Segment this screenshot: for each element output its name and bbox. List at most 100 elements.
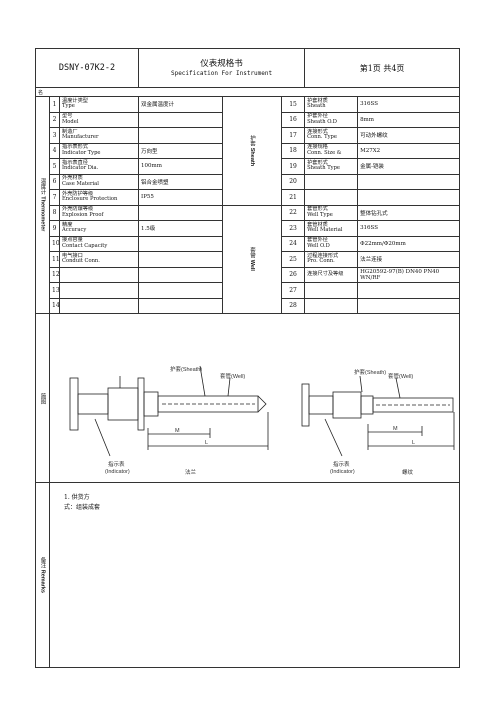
row-label-cn: 电气接口	[62, 252, 83, 259]
row-label-cn: 连接尺寸及等级	[307, 271, 344, 278]
diagram-row: 简图	[35, 313, 461, 483]
indicator-label-left: 指示表	[108, 460, 125, 468]
row-label-en: Model	[62, 118, 79, 125]
row-value: 金属-铠装	[357, 158, 461, 175]
diagram-label: 简图	[35, 313, 50, 483]
row-value	[138, 235, 224, 252]
row-label-en: Enclosure Protection	[62, 196, 118, 203]
row-value	[357, 189, 461, 206]
row-value: 法兰连接	[357, 251, 461, 268]
sheath-label-right: 护套(Sheath)	[354, 368, 386, 376]
row-label-en: Well O.D	[307, 242, 330, 249]
row-number: 20	[281, 173, 306, 190]
remarks-line-1: 1. 供货方	[64, 494, 90, 501]
row-value: 8mm	[357, 111, 461, 128]
page-info: 第1页 共4页	[304, 48, 461, 88]
dim-l-right: L	[412, 440, 415, 446]
row-number: 17	[281, 127, 306, 144]
row-number: 21	[281, 189, 306, 206]
row-value: M27X2	[357, 142, 461, 159]
indicator-en-right: (Indicator)	[330, 469, 355, 475]
flange-plate	[137, 377, 145, 431]
row-label-en: Pro. Conn.	[307, 258, 335, 265]
row-value: HG20592-97(B) DN40 PN40 WN/RF	[357, 266, 461, 283]
row-label-en: Contact Capacity	[62, 242, 108, 249]
row-label	[304, 282, 359, 299]
diagram-cell: 护套(Sheath) 套管(Well) 护套(Sheath) 套管(Well) …	[48, 313, 461, 483]
row-value: Φ22mm/Φ20mm	[357, 235, 461, 252]
row-value: 可动外螺纹	[357, 127, 461, 144]
row-value: 100mm	[138, 158, 224, 175]
row-label-cn: 制造厂	[62, 128, 78, 135]
row-label-cn: 外壳材质	[62, 175, 83, 182]
dim-m-left: M	[175, 428, 180, 434]
well-label-left: 套管(Well)	[220, 372, 245, 380]
well-tube-right	[372, 397, 454, 413]
row-label-en: Indicator Dia.	[62, 165, 99, 172]
sheath-group-en: Sheath	[249, 147, 256, 167]
row-number: 27	[281, 282, 306, 299]
caption-flange: 法兰	[185, 468, 197, 476]
row-value: 整体钻孔式	[357, 204, 461, 221]
caption-thread: 螺纹	[402, 468, 414, 476]
row-label-cn: 外壳防护等级	[62, 190, 94, 197]
remarks-line-2: 式：组装成套	[64, 503, 101, 511]
row-value: 双金属温度计	[138, 96, 224, 113]
row-value	[138, 266, 224, 283]
row-value: 316SS	[357, 96, 461, 113]
document-title: 仪表规格书 Specification For Instrument	[138, 48, 306, 88]
thermometer-group-label: 温度计 Thermometer	[35, 96, 50, 314]
title-cn: 仪表规格书	[200, 58, 243, 69]
sheath-group-label: 护套 Sheath	[222, 96, 283, 206]
row-number: 16	[281, 111, 306, 128]
row-value: 铝合金喷塑	[138, 173, 224, 190]
row-number: 22	[281, 204, 306, 221]
row-value: IP55	[138, 189, 224, 206]
row-number: 11	[49, 251, 60, 268]
indicator-dial-left	[69, 377, 79, 431]
row-number: 15	[281, 96, 306, 113]
row-number: 13	[49, 282, 60, 299]
row-number: 25	[281, 251, 306, 268]
row-number: 1	[49, 96, 60, 113]
row-label-en: Conduit Conn.	[62, 258, 100, 265]
remarks-content: 1. 供货方 式：组装成套	[48, 482, 461, 668]
row-label-cn: 温度计类型	[62, 97, 88, 104]
row-label-en: Conn. Size &	[307, 149, 342, 156]
row-number: 9	[49, 220, 60, 237]
thermometer-group-cn: 温度计	[39, 178, 46, 195]
row-label-cn: 护套形式	[307, 159, 328, 166]
spec-sheet: DSNY-07K2-2 仪表规格书 Specification For Inst…	[34, 48, 461, 668]
row-number: 7	[49, 189, 60, 206]
indicator-label-right: 指示表	[333, 460, 350, 468]
indicator-dial-right	[301, 383, 310, 427]
row-label-en: Explosion Proof	[62, 211, 104, 218]
row-value: 万向型	[138, 142, 224, 159]
indicator-en-left: (Indicator)	[105, 469, 130, 475]
row-label-cn: 精度	[62, 221, 73, 228]
row-value	[138, 251, 224, 268]
gap-row: 名	[34, 87, 461, 97]
row-number: 8	[49, 204, 60, 221]
title-en: Specification For Instrument	[170, 69, 273, 77]
row-number: 6	[49, 173, 60, 190]
row-label-en: Type	[62, 103, 75, 110]
row-label	[58, 266, 140, 283]
document-code: DSNY-07K2-2	[34, 48, 140, 88]
remarks-row: 备注 Remarks 1. 供货方 式：组装成套	[35, 482, 461, 668]
well-group-cn: 套管	[249, 247, 256, 259]
row-label	[304, 189, 359, 206]
well-tube-left	[157, 395, 259, 413]
remarks-label: 备注 Remarks	[35, 482, 50, 668]
row-number: 5	[49, 158, 60, 175]
